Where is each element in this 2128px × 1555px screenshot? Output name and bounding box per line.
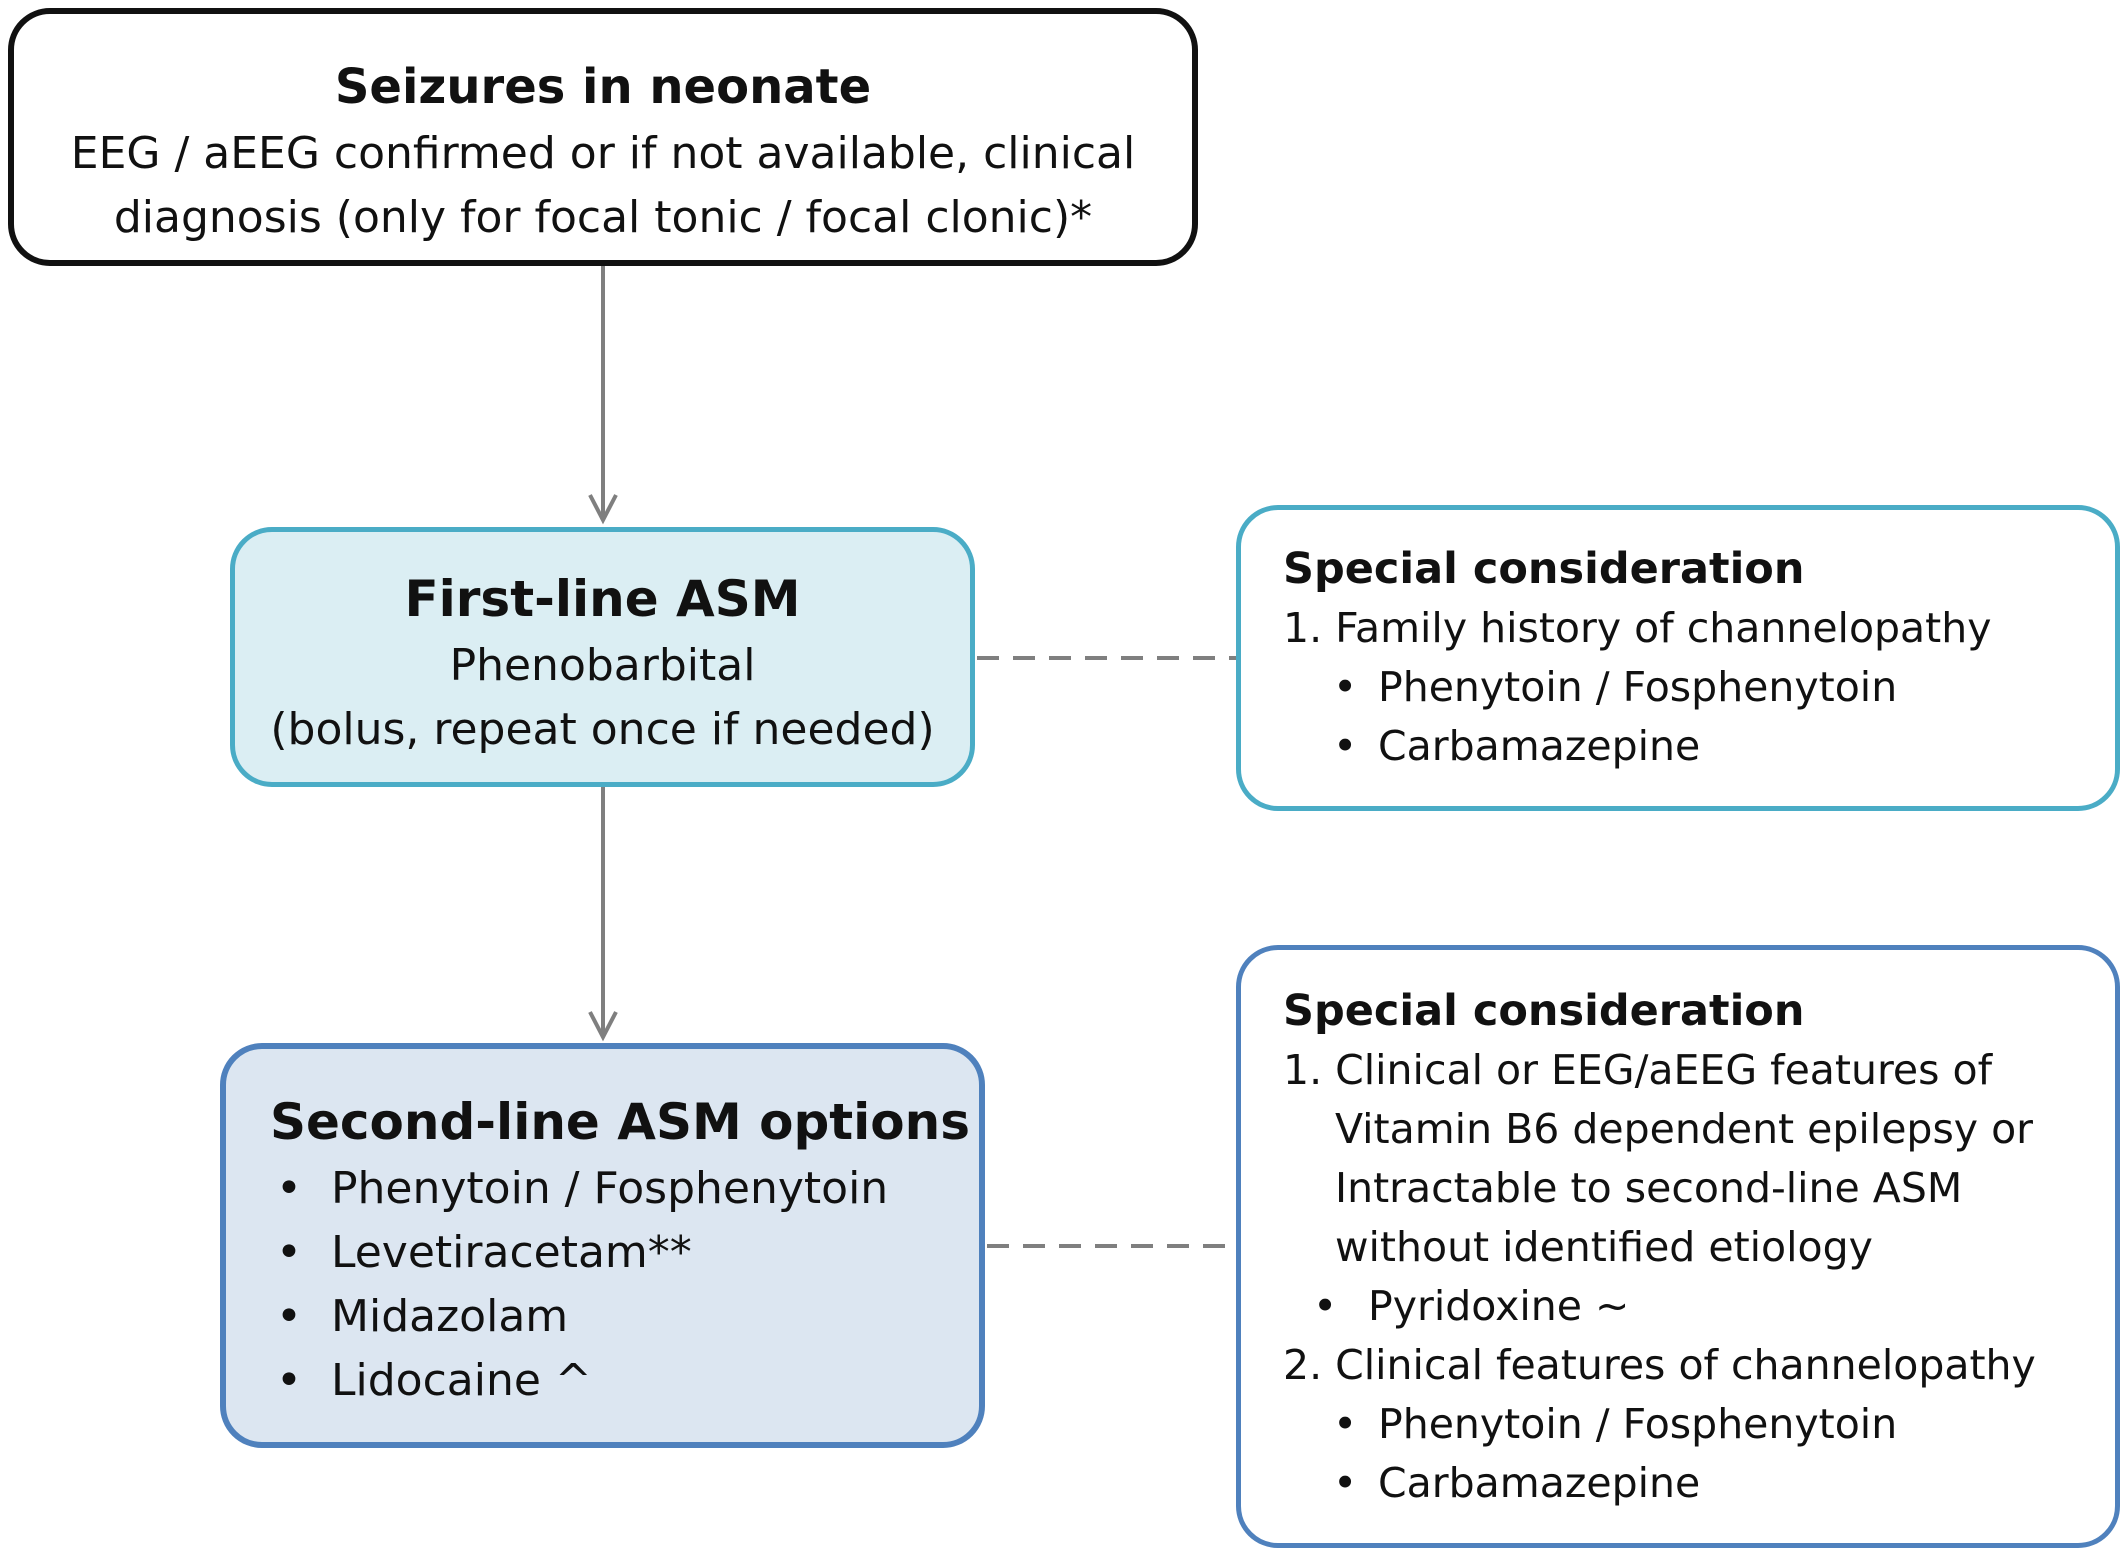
bullet-glyph: •: [1333, 663, 1358, 711]
special-1-item-1: 1. Family history of channelopathy: [1283, 604, 1992, 652]
first-line-title: First-line ASM: [404, 570, 801, 628]
bullet-glyph: •: [1333, 722, 1358, 770]
special-consideration-box-1: Special consideration 1. Family history …: [1236, 505, 2120, 811]
bullet-glyph: •: [276, 1355, 302, 1406]
first-line-note: (bolus, repeat once if needed): [270, 704, 935, 755]
second-line-item: • Midazolam: [270, 1285, 979, 1349]
special-2-item-1-bullet-text: Pyridoxine ~: [1368, 1282, 1630, 1330]
second-line-item-text: Levetiracetam**: [331, 1227, 692, 1278]
special-consideration-box-2: Special consideration 1. Clinical or EEG…: [1236, 945, 2120, 1548]
seizures-line-2: diagnosis (only for focal tonic / focal …: [113, 192, 1093, 243]
second-line-box: Second-line ASM options • Phenytoin / Fo…: [220, 1043, 985, 1448]
bullet-glyph: •: [276, 1227, 302, 1278]
seizures-title: Seizures in neonate: [334, 59, 872, 115]
second-line-item-text: Lidocaine ^: [331, 1355, 592, 1406]
seizures-box: Seizures in neonate EEG / aEEG confirmed…: [8, 8, 1198, 266]
special-2-item-1-line: Intractable to second-line ASM: [1335, 1164, 1963, 1212]
bullet-glyph: •: [276, 1291, 302, 1342]
special-1-bullet-text: Phenytoin / Fosphenytoin: [1378, 663, 1898, 711]
arrow-first-to-second: [588, 787, 618, 1042]
special-2-item-2-bullet: • Phenytoin / Fosphenytoin: [1283, 1395, 2115, 1454]
bullet-glyph: •: [276, 1163, 302, 1214]
special-2-item-2: 2. Clinical features of channelopathy: [1283, 1341, 2036, 1389]
special-2-item-2-bullet-text: Phenytoin / Fosphenytoin: [1378, 1400, 1898, 1448]
special-2-title: Special consideration: [1283, 986, 1805, 1036]
seizures-line-1: EEG / aEEG confirmed or if not available…: [70, 128, 1136, 179]
special-1-bullet: • Phenytoin / Fosphenytoin: [1283, 658, 2115, 717]
second-line-item: • Phenytoin / Fosphenytoin: [270, 1157, 979, 1221]
special-1-bullet: • Carbamazepine: [1283, 717, 2115, 776]
first-line-drug: Phenobarbital: [449, 640, 756, 691]
second-line-item-text: Midazolam: [331, 1291, 569, 1342]
special-2-item-1-line: Vitamin B6 dependent epilepsy or: [1335, 1105, 2034, 1153]
second-line-item: • Lidocaine ^: [270, 1349, 979, 1413]
special-2-item-2-bullet-text: Carbamazepine: [1378, 1459, 1701, 1507]
arrow-top-to-first: [588, 266, 618, 525]
special-2-item-1-line: 1. Clinical or EEG/aEEG features of: [1283, 1046, 1993, 1094]
second-line-title: Second-line ASM options: [270, 1093, 970, 1151]
special-1-bullet-text: Carbamazepine: [1378, 722, 1701, 770]
second-line-item-text: Phenytoin / Fosphenytoin: [331, 1163, 889, 1214]
first-line-box: First-line ASM Phenobarbital (bolus, rep…: [230, 527, 975, 787]
bullet-glyph: •: [1333, 1400, 1358, 1448]
second-line-item: • Levetiracetam**: [270, 1221, 979, 1285]
special-2-item-1-line: without identified etiology: [1335, 1223, 1873, 1271]
special-1-title: Special consideration: [1283, 544, 1805, 594]
special-2-item-1-bullet: • Pyridoxine ~: [1283, 1277, 2115, 1336]
bullet-glyph: •: [1313, 1282, 1338, 1330]
special-2-item-2-bullet: • Carbamazepine: [1283, 1454, 2115, 1513]
bullet-glyph: •: [1333, 1459, 1358, 1507]
